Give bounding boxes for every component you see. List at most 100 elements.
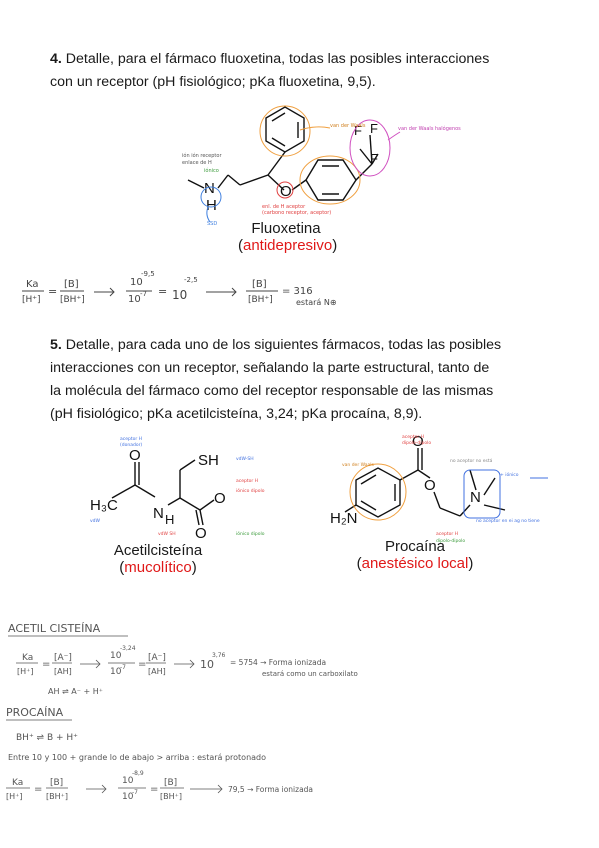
svg-text:H₃C: H₃C	[90, 497, 118, 514]
note: (carbono receptor, aceptor)	[262, 210, 331, 216]
svg-text:N: N	[153, 505, 164, 522]
svg-text:O: O	[424, 477, 436, 494]
svg-text:[H⁺]: [H⁺]	[17, 667, 33, 676]
svg-text:-7: -7	[140, 290, 147, 298]
bh: [BH⁺]	[60, 295, 85, 305]
note: enl. de H aceptor	[262, 204, 306, 210]
b: [B]	[64, 279, 79, 290]
atom-h: H	[206, 197, 217, 214]
svg-text:SH: SH	[198, 452, 219, 469]
svg-text:-7: -7	[120, 664, 126, 671]
svg-text:O: O	[195, 525, 207, 542]
drug-class: (antidepresivo)	[238, 237, 338, 254]
svg-text:=: =	[34, 784, 42, 795]
svg-text:dipolo-dipolo: dipolo-dipolo	[436, 538, 465, 544]
atom-n: N	[204, 180, 215, 197]
svg-text:[B]: [B]	[50, 778, 63, 788]
procaine-notes: van der Waals aceptor H dipolo-dipolo no…	[342, 434, 540, 544]
svg-text:iónico dipolo: iónico dipolo	[236, 487, 265, 494]
svg-text:estará como un carboxilato: estará como un carboxilato	[262, 670, 358, 678]
nh-circle	[200, 186, 222, 208]
ka: Ka	[26, 279, 39, 290]
halogen-circle	[349, 119, 391, 177]
fluoxetine-caption: Fluoxetina (antidepresivo)	[238, 220, 338, 254]
svg-text:[BH⁺]: [BH⁺]	[248, 295, 273, 305]
num: 10	[130, 277, 143, 288]
note: iónico	[204, 167, 219, 174]
svg-text:[B]: [B]	[164, 778, 177, 788]
vdw-circle	[299, 155, 361, 205]
svg-text:-8,9: -8,9	[132, 770, 144, 777]
acetil-title: ACETIL CISTEÍNA	[8, 622, 101, 635]
svg-text:[B]: [B]	[252, 279, 267, 290]
svg-text:BH⁺ ⇌ B + H⁺: BH⁺ ⇌ B + H⁺	[16, 733, 78, 743]
svg-text:estará N⊕: estará N⊕	[296, 298, 337, 307]
acetylcysteine-atoms: SH O H₃C N H O O	[90, 447, 226, 542]
svg-text:=: =	[138, 659, 146, 670]
drug-name: Procaína	[384, 538, 446, 555]
acetylcysteine-notes: aceptor H (donador) vdW-SH aceptor H ión…	[90, 436, 265, 537]
drug-class: (mucolítico)	[119, 559, 197, 576]
svg-text:10: 10	[122, 792, 134, 802]
fluoxetine-annotations	[200, 105, 401, 223]
question-number: 5.	[50, 337, 62, 353]
svg-text:=: =	[150, 784, 158, 795]
question-number: 4.	[50, 51, 62, 67]
svg-text:+ iónico: + iónico	[500, 471, 519, 478]
svg-text:10: 10	[122, 776, 134, 786]
svg-text:aceptor H: aceptor H	[402, 434, 424, 440]
svg-text:=: =	[48, 285, 57, 298]
svg-text:aceptor H: aceptor H	[236, 478, 258, 484]
handwritten-notes: ACETIL CISTEÍNA Ka [H⁺] = [A⁻] [AH] 10 -…	[6, 622, 358, 802]
svg-text:10: 10	[110, 667, 122, 677]
drug-name: Acetilcisteína	[113, 542, 203, 559]
svg-text:[AH]: [AH]	[54, 667, 72, 676]
svg-text:=: =	[42, 659, 50, 670]
svg-text:[A⁻]: [A⁻]	[148, 653, 166, 663]
question-5: 5. Detalle, para cada uno de los siguien…	[50, 334, 530, 426]
svg-text:aceptor H: aceptor H	[436, 531, 458, 537]
svg-text:10: 10	[172, 288, 187, 302]
procaina-title: PROCAÍNA	[6, 706, 64, 719]
svg-text:-3,24: -3,24	[120, 645, 136, 652]
question-text-line: Detalle, para el fármaco fluoxetina, tod…	[65, 51, 490, 67]
svg-text:[A⁻]: [A⁻]	[54, 653, 72, 663]
svg-text:10: 10	[128, 294, 141, 305]
question-4: 4. Detalle, para el fármaco fluoxetina, …	[50, 48, 530, 94]
note: van der Waals halógenos	[398, 125, 461, 132]
svg-text:N: N	[470, 489, 481, 506]
svg-text:vdW-SH: vdW-SH	[236, 456, 254, 462]
svg-text:vdW: vdW	[90, 518, 101, 524]
atom-f: F	[370, 121, 378, 136]
question-text-line: la molécula del fármaco como del recepto…	[50, 383, 494, 399]
question-text-line: (pH fisiológico; pKa acetilcisteína, 3,2…	[50, 406, 423, 422]
svg-text:no aceptor en ei ag no tiene: no aceptor en ei ag no tiene	[476, 518, 540, 524]
svg-text:AH ⇌ A⁻ + H⁺: AH ⇌ A⁻ + H⁺	[48, 687, 103, 696]
svg-text:79,5 → Forma ionizada: 79,5 → Forma ionizada	[228, 785, 313, 794]
svg-text:-9,5: -9,5	[141, 270, 155, 278]
svg-text:-2,5: -2,5	[184, 276, 198, 284]
atom-f: F	[370, 151, 378, 166]
question-text-line: interacciones con un receptor, señalando…	[50, 360, 490, 376]
svg-text:O: O	[214, 490, 226, 507]
o-circle	[276, 181, 294, 199]
svg-text:H₂N: H₂N	[330, 510, 358, 527]
procaine-atoms: H₂N O O N	[330, 433, 481, 527]
h: [H⁺]	[22, 295, 41, 305]
vdw-circle	[259, 105, 311, 157]
svg-text:10: 10	[200, 658, 214, 671]
fluoxetine-structure	[187, 106, 379, 201]
benzene-ring	[355, 467, 401, 518]
atom-o: O	[280, 183, 292, 200]
svg-text:dipolo-dipolo: dipolo-dipolo	[402, 440, 431, 446]
svg-text:no aceptor no está: no aceptor no está	[450, 457, 493, 464]
svg-text:=: =	[158, 285, 167, 298]
procaine-annotations	[349, 463, 548, 521]
svg-text:10: 10	[110, 651, 122, 661]
svg-text:iónico dipolo: iónico dipolo	[236, 530, 265, 537]
fluoxetine-notes: ión ión receptor enlace de H iónico van …	[182, 123, 461, 227]
svg-text:(donador): (donador)	[120, 442, 142, 448]
svg-text:Ka: Ka	[12, 778, 23, 788]
svg-text:[H⁺]: [H⁺]	[6, 792, 22, 801]
